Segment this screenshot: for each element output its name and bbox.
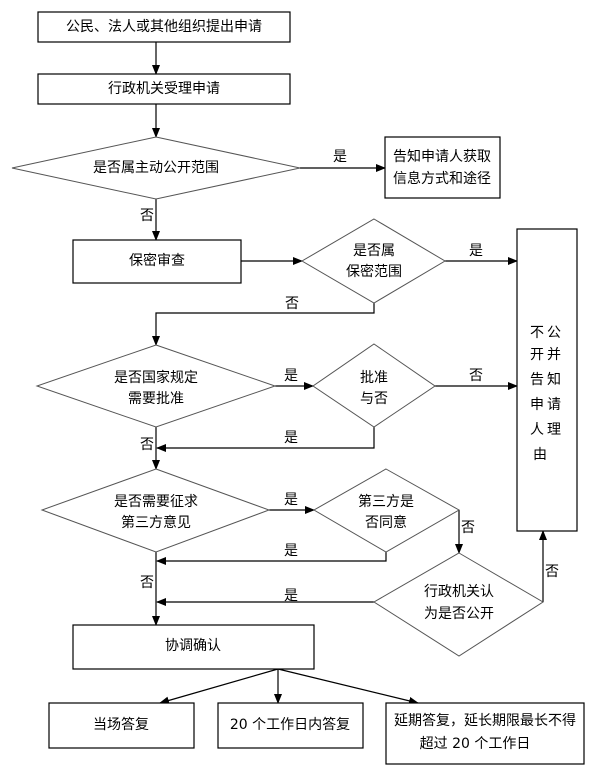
- node-refuse: 不公 开并 告知 申请 人理 由: [516, 228, 578, 532]
- node-text: 公民、法人或其他组织提出申请: [66, 19, 262, 35]
- decision-public-scope: 是否属主动公开范围: [11, 136, 301, 200]
- arrow: [152, 303, 375, 346]
- node-reply-extended: 延期答复，延长期限最长不得 超过 20 个工作日: [385, 702, 585, 765]
- node-reply-now: 当场答复: [48, 702, 195, 749]
- node-text: 超过 20 个工作日: [420, 736, 531, 752]
- decision-third-party: 是否需要征求 第三方意见: [40, 468, 271, 553]
- arrow: [159, 668, 279, 705]
- node-text: 需要批准: [128, 391, 184, 407]
- edge-label-yes: 是: [284, 543, 298, 559]
- node-text: 保密审查: [129, 252, 185, 269]
- edge-label-yes: 是: [284, 430, 298, 446]
- node-text: 否同意: [365, 514, 407, 531]
- edge-label-yes: 是: [284, 492, 298, 508]
- node-text: 第三方是: [358, 493, 414, 510]
- node-text: 是否属: [353, 243, 395, 259]
- edge-label-yes: 是: [333, 149, 347, 165]
- edge-label-no: 否: [285, 296, 299, 312]
- edge-label-no: 否: [545, 564, 559, 580]
- arrow: [156, 552, 387, 565]
- node-text: 协调确认: [165, 638, 221, 654]
- node-text: 行政机关受理申请: [108, 81, 220, 97]
- node-text: 当场答复: [93, 716, 149, 733]
- node-text: 人理: [530, 422, 564, 438]
- node-text: 开并: [530, 347, 564, 363]
- node-text: 保密范围: [346, 263, 402, 280]
- node-text: 是否属主动公开范围: [93, 159, 219, 176]
- node-text: 批准: [360, 370, 388, 386]
- node-text: 行政机关认: [424, 584, 494, 600]
- decision-approved: 批准 与否: [312, 343, 436, 428]
- node-text: 告知: [530, 371, 564, 388]
- connectors: [152, 42, 547, 705]
- edge-labels: 是 否 是 否 是 否 是 否 是 否 是 否 否 是: [140, 149, 559, 604]
- edge-label-yes: 是: [284, 588, 298, 604]
- node-inform: 告知申请人获取 信息方式和途径: [384, 136, 501, 199]
- edge-label-no: 否: [140, 437, 154, 453]
- node-secrecy-review: 保密审查: [72, 239, 242, 284]
- node-text: 告知申请人获取: [393, 148, 491, 165]
- node-text: 为是否公开: [424, 606, 494, 622]
- decision-third-party-agree: 第三方是 否同意: [312, 468, 461, 553]
- node-text: 不公: [530, 325, 564, 341]
- node-reply-20-days: 20 个工作日内答复: [217, 702, 364, 749]
- node-apply: 公民、法人或其他组织提出申请: [37, 11, 291, 43]
- node-text: 延期答复，延长期限最长不得: [394, 712, 576, 729]
- edge-label-no: 否: [469, 368, 483, 384]
- arrow: [156, 427, 375, 452]
- arrow: [277, 668, 419, 705]
- decision-secret-scope: 是否属 保密范围: [301, 218, 446, 304]
- node-text: 是否需要征求: [114, 494, 198, 510]
- node-text: 由: [533, 447, 547, 463]
- decision-agency-disclose: 行政机关认 为是否公开: [373, 552, 544, 657]
- edge-label-no: 否: [140, 208, 154, 224]
- decision-state-approval: 是否国家规定 需要批准: [35, 344, 277, 428]
- edge-label-yes: 是: [284, 368, 298, 384]
- node-text: 与否: [360, 391, 388, 407]
- edge-label-yes: 是: [469, 243, 483, 259]
- node-text: 20 个工作日内答复: [230, 716, 350, 733]
- node-accept: 行政机关受理申请: [37, 73, 291, 105]
- node-text: 申请: [530, 397, 564, 413]
- edge-label-no: 否: [461, 520, 475, 536]
- node-text: 信息方式和途径: [393, 170, 491, 187]
- node-text: 是否国家规定: [114, 369, 198, 386]
- edge-label-no: 否: [140, 575, 154, 591]
- node-text: 第三方意见: [121, 514, 191, 531]
- node-coordinate: 协调确认: [72, 624, 315, 670]
